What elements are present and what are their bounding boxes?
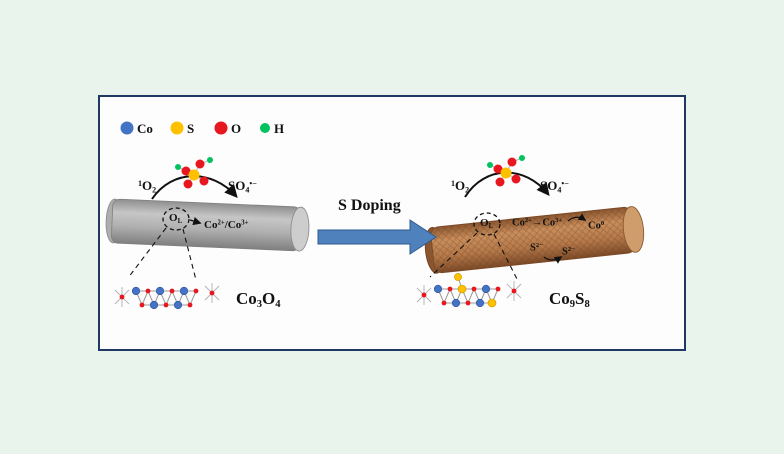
h-atom [207,157,213,163]
co9s8-crystal-structure [416,273,522,308]
left-singlet-oxygen-label: 1O2 [138,178,157,195]
right-singlet-oxygen-label: 1O2 [451,178,470,195]
legend-label-s: S [187,121,195,136]
co9s8-nanorod [424,206,645,274]
o-atom [495,177,505,187]
right-sulfate-radical-label: SO4•− [540,178,569,195]
h-atom [487,162,493,168]
h-legend-dot [260,123,270,133]
s-dopant-atom [457,284,467,294]
legend-label-o: O [231,121,242,136]
left-lattice-to-co-arrow [189,217,202,226]
sulfide-label-a: S2− [530,242,543,254]
left-lattice-oxygen-circle [162,207,190,231]
right-zoom-lines [429,232,518,280]
s-atom [188,169,200,181]
co9s8-formula-label: Co9S8 [549,289,590,310]
s-dopant-atom [487,298,497,308]
o-atom [507,157,517,167]
left-zoom-lines [127,227,197,281]
co3o4-formula-label: Co3O4 [236,289,281,310]
legend-label-h: H [274,121,285,136]
h-atom [519,155,525,161]
co3-to-co0-arrow [567,213,587,222]
co3o4-crystal-structure [114,283,220,310]
o-atom [511,174,521,184]
o-atom [493,164,503,174]
right-lattice-oxygen-label: OL [480,217,494,230]
sulfide-label-b: S2− [562,246,575,258]
diagram-canvas [105,121,645,310]
cobalt-transition-label: Co2+→Co3+ [512,217,563,229]
right-sulfate-molecule [487,155,525,187]
s-doping-arrow [317,219,437,255]
s-atom [500,167,512,179]
left-sulfate-molecule [175,157,213,189]
figure-panel: Co S O H 1O2 SO4•− OL Co2+/Co3+ Co3O4 S … [98,95,686,351]
h-atom [175,164,181,170]
nanorod-texture [430,207,636,273]
s-dopant-atom [454,273,462,281]
o-atom [195,159,205,169]
legend-label-co: Co [137,121,153,136]
sulfide-exchange-arrow [543,256,563,264]
right-lattice-oxygen-circle [473,212,501,236]
s-legend-dot [170,121,184,135]
left-lattice-oxygen-label: OL [169,212,183,225]
s-doping-label: S Doping [338,197,401,214]
cobalt-zero-label: Co0 [588,220,605,232]
o-legend-dot [214,121,228,135]
left-cobalt-states-label: Co2+/Co3+ [204,219,249,231]
o-atom [181,166,191,176]
o-atom [183,179,193,189]
legend-dots [120,121,270,135]
left-sulfate-radical-label: SO4•− [228,178,257,195]
co-legend-dot [120,121,134,135]
o-atom [199,176,209,186]
